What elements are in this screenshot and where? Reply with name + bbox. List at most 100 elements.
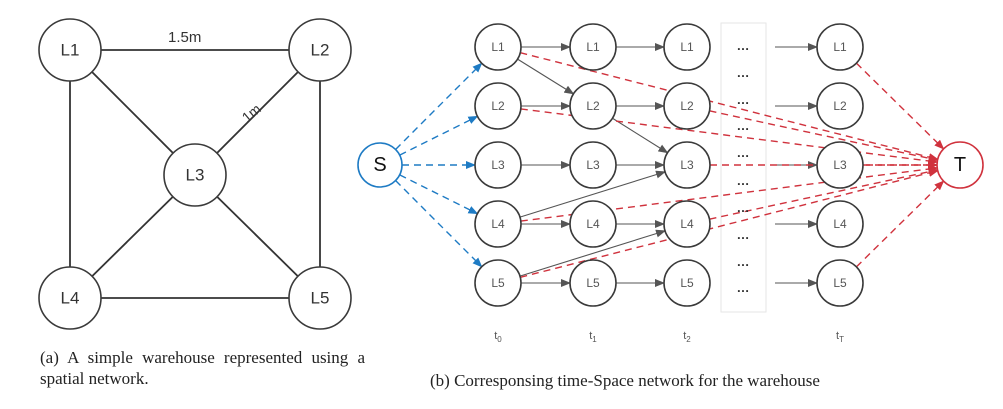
node-circle	[569, 141, 617, 189]
node-l4: L4	[38, 266, 102, 330]
node-circle	[288, 266, 352, 330]
node-l5-tT: L5	[816, 259, 864, 307]
sink-edge-l4-t2	[709, 167, 939, 220]
node-circle	[474, 141, 522, 189]
node-l3-tT: L3	[816, 141, 864, 189]
node-label: L3	[491, 158, 505, 172]
node-label: L3	[586, 158, 600, 172]
ellipsis-4: …	[737, 145, 750, 160]
move-edge-l5-t0-to-l4-t2	[519, 229, 666, 277]
node-circle	[474, 259, 522, 307]
source-circle	[357, 142, 403, 188]
node-label: L4	[586, 217, 600, 231]
node-label: L2	[491, 99, 505, 113]
move-edge-l1-t0-to-l2-t1	[517, 58, 575, 95]
move-edge-l2-t1-to-l3-t2	[612, 117, 669, 154]
node-circle	[816, 82, 864, 130]
ellipsis-2: …	[737, 92, 750, 107]
node-l4-tT: L4	[816, 200, 864, 248]
node-label: L3	[680, 158, 694, 172]
node-l2-tT: L2	[816, 82, 864, 130]
node-l2-t2: L2	[663, 82, 711, 130]
node-l2-t0: L2	[474, 82, 522, 130]
node-circle	[663, 23, 711, 71]
node-circle	[569, 23, 617, 71]
source-label: S	[373, 154, 386, 176]
node-label: L2	[311, 41, 330, 60]
edge-l2-l3	[216, 71, 299, 154]
node-label: L2	[680, 99, 694, 113]
node-circle	[569, 200, 617, 248]
ellipsis-1: …	[737, 65, 750, 80]
node-l4-t2: L4	[663, 200, 711, 248]
caption-panel-b: (b) Corresponsing time-Space network for…	[430, 371, 820, 390]
node-circle	[663, 259, 711, 307]
node-l1: L1	[38, 18, 102, 82]
node-l3-t1: L3	[569, 141, 617, 189]
node-label: L1	[586, 40, 600, 54]
node-circle	[816, 23, 864, 71]
node-circle	[474, 200, 522, 248]
node-l4-t0: L4	[474, 200, 522, 248]
node-label: L1	[680, 40, 694, 54]
node-label: L3	[833, 158, 847, 172]
edge-l3-l5	[216, 196, 299, 277]
source-edge-l4-t0	[399, 174, 479, 215]
sink-edge-l5-tt	[855, 180, 945, 268]
ellipsis-9: …	[737, 280, 750, 295]
source-edge-l2-t0	[399, 115, 479, 156]
node-label: L5	[491, 276, 505, 290]
edge-weight-l1-l2: 1.5m	[168, 29, 201, 46]
node-l2: L2	[288, 18, 352, 82]
node-l5: L5	[288, 266, 352, 330]
node-l3-t0: L3	[474, 141, 522, 189]
move-edge-l4-t0-to-l3-t2	[519, 170, 666, 218]
time-label-t1: t1	[589, 330, 597, 344]
ellipsis-0: …	[737, 38, 750, 53]
node-label: L5	[586, 276, 600, 290]
node-label: L5	[311, 289, 330, 308]
time-label-tT: tT	[836, 330, 844, 344]
node-circle	[663, 82, 711, 130]
node-circle	[816, 259, 864, 307]
node-circle	[38, 266, 102, 330]
time-space-network-panel: ………………………… L1L2L3L4L5L1L2L3L4L5L1L2L3L4L…	[357, 22, 984, 344]
sink-node: T	[936, 141, 984, 189]
node-label: L5	[833, 276, 847, 290]
node-l4-t1: L4	[569, 200, 617, 248]
sink-edge-l2-t2	[709, 110, 939, 163]
node-label: L4	[61, 289, 80, 308]
node-circle	[816, 141, 864, 189]
node-l1-t0: L1	[474, 23, 522, 71]
node-circle	[38, 18, 102, 82]
node-label: L2	[833, 99, 847, 113]
node-label: L4	[680, 217, 694, 231]
caption-panel-a: (a) A simple warehouse represented using…	[40, 348, 365, 388]
node-circle	[569, 259, 617, 307]
node-circle	[816, 200, 864, 248]
source-edge-l5-t0	[395, 180, 483, 268]
node-label: L1	[61, 41, 80, 60]
node-label: L5	[680, 276, 694, 290]
ellipsis-5: …	[737, 173, 750, 188]
node-label: L4	[491, 217, 505, 231]
node-l2-t1: L2	[569, 82, 617, 130]
ellipsis-6: …	[737, 200, 750, 215]
sink-edge-l2-t0	[520, 108, 939, 165]
node-l1-t1: L1	[569, 23, 617, 71]
ellipsis-8: …	[737, 254, 750, 269]
ellipsis-column-frame	[720, 22, 767, 313]
sink-edge-l4-t0	[520, 165, 939, 222]
node-circle	[569, 82, 617, 130]
node-circle	[474, 23, 522, 71]
ellipsis-7: …	[737, 227, 750, 242]
edge-l1-l3	[91, 71, 174, 154]
node-l5-t0: L5	[474, 259, 522, 307]
sink-label: T	[954, 154, 966, 176]
node-l3-t2: L3	[663, 141, 711, 189]
edge-weight-l2-l3: 1m	[239, 101, 264, 126]
node-l1-t2: L1	[663, 23, 711, 71]
node-circle	[663, 200, 711, 248]
